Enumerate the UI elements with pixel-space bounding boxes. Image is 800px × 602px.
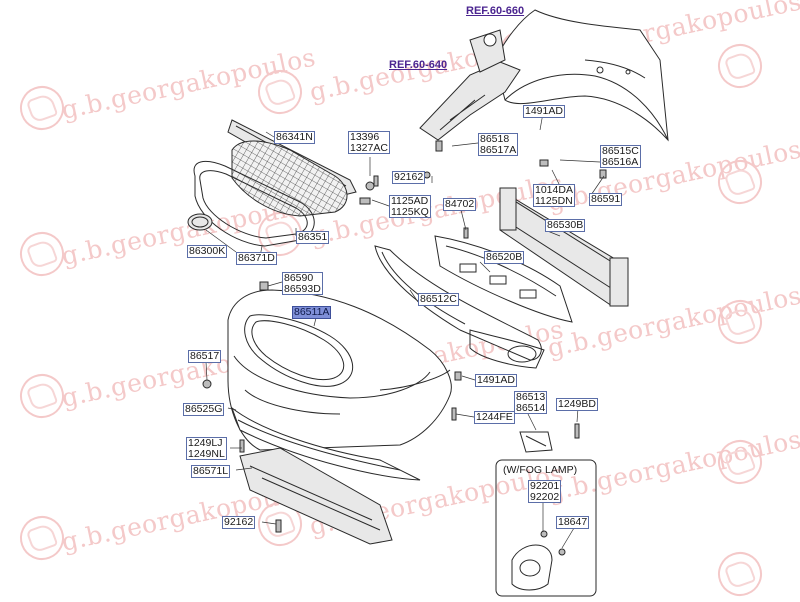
part-label-86300k[interactable]: 86300K — [187, 245, 228, 258]
part-label-86341n[interactable]: 86341N — [274, 131, 315, 144]
fender-bracket — [419, 61, 521, 141]
part-label-86351[interactable]: 86351 — [296, 231, 330, 244]
fog-lamp-box-title: (W/FOG LAMP) — [503, 464, 578, 476]
emblem — [187, 213, 213, 231]
part-label-86520b[interactable]: 86520B — [484, 251, 525, 264]
fog-lamp-unit — [511, 544, 553, 591]
part-label-84702[interactable]: 84702 — [443, 198, 477, 211]
part-label-86511a[interactable]: 86511A — [292, 306, 332, 319]
part-label-86591[interactable]: 86591 — [589, 193, 623, 206]
ref-60-640-label[interactable]: REF.60-640 — [389, 59, 448, 71]
part-label-1491ad-mid[interactable]: 1491AD — [475, 374, 517, 387]
part-label-18647[interactable]: 18647 — [556, 516, 590, 529]
part-label-92162-top[interactable]: 92162 — [392, 171, 426, 184]
part-label-86525g[interactable]: 86525G — [183, 403, 225, 416]
part-label-92162-bot[interactable]: 92162 — [222, 516, 256, 529]
under-cover — [239, 447, 393, 545]
fender-outline — [494, 9, 669, 142]
front-bumper-cover — [227, 289, 452, 451]
fog-lamp-inset-frame — [495, 459, 597, 597]
part-label-86517[interactable]: 86517 — [188, 350, 222, 363]
lower-lip-spoiler — [230, 406, 421, 481]
part-label-1249bd[interactable]: 1249BD — [556, 398, 598, 411]
part-label-86530b[interactable]: 86530B — [545, 219, 586, 232]
radiator-grille — [231, 140, 348, 217]
fog-lamp-bracket — [519, 431, 553, 453]
part-label-86571l[interactable]: 86571L — [191, 465, 231, 478]
part-label-86512c[interactable]: 86512C — [418, 293, 459, 306]
part-label-86371d[interactable]: 86371D — [236, 252, 277, 265]
part-label-1244fe[interactable]: 1244FE — [474, 411, 515, 424]
part-label-1491ad-top[interactable]: 1491AD — [523, 105, 565, 118]
ref-60-660-label[interactable]: REF.60-660 — [466, 5, 525, 17]
energy-absorber — [434, 235, 573, 323]
